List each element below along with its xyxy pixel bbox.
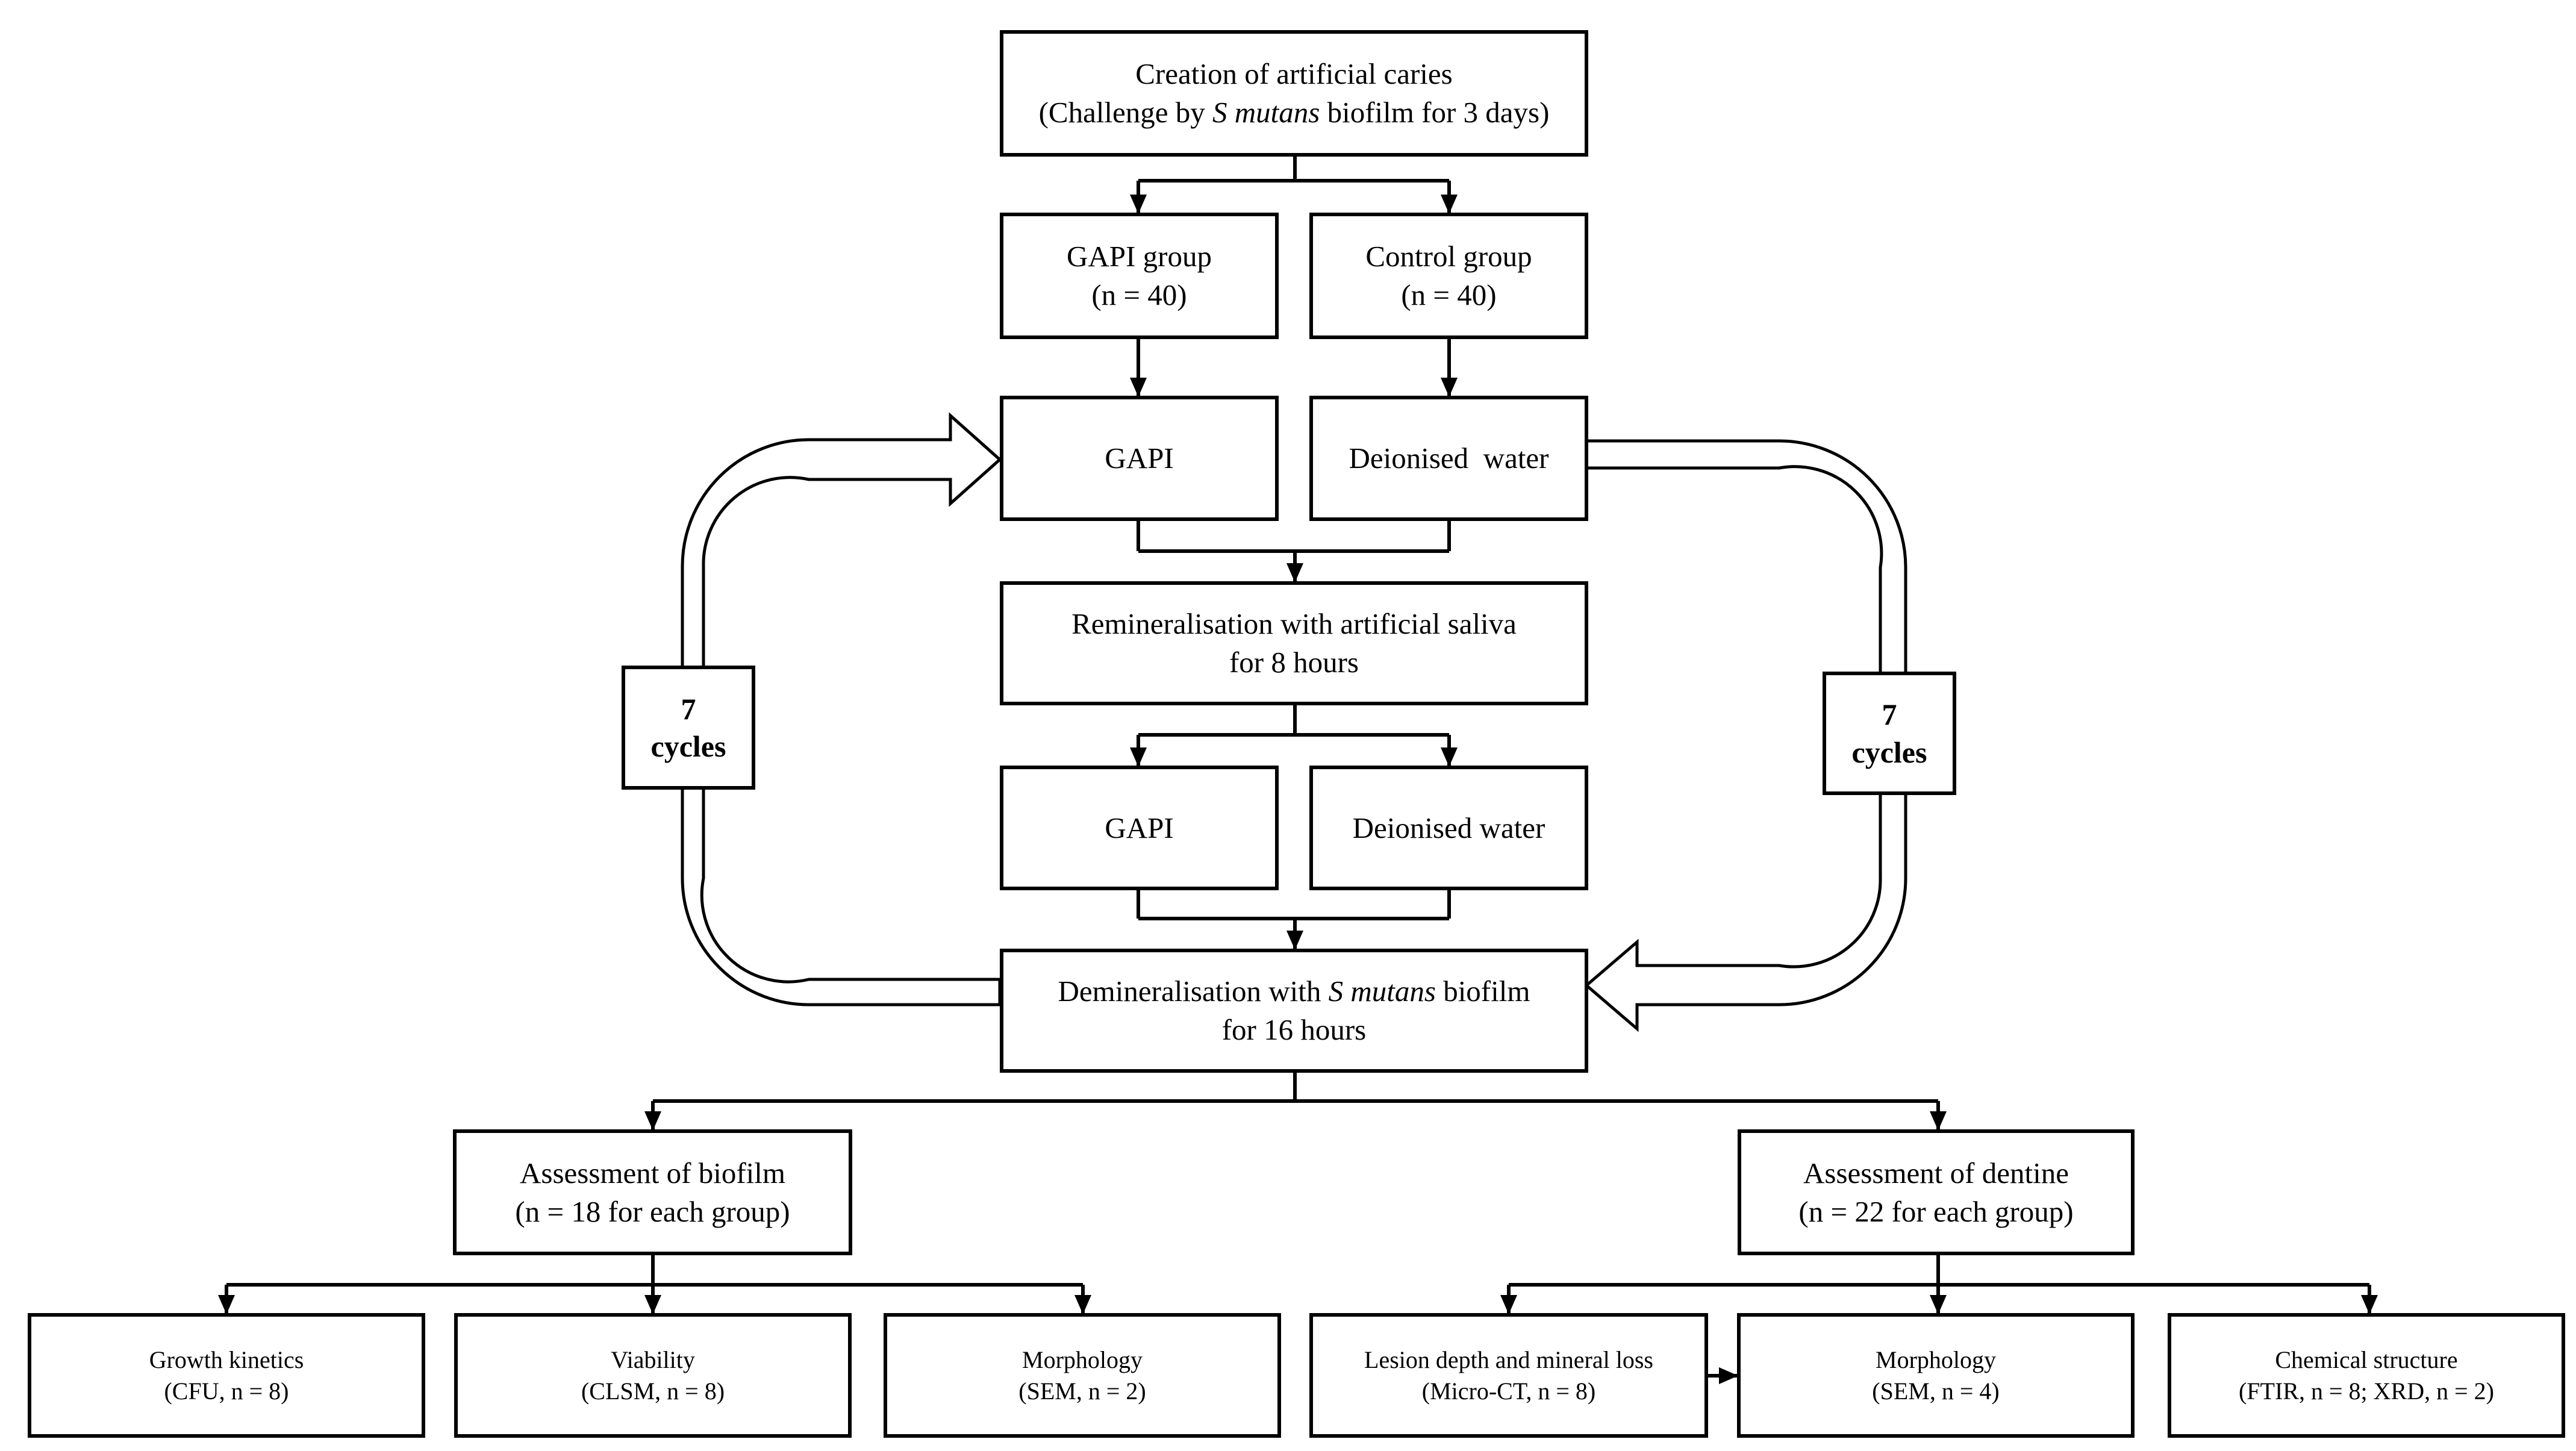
node-gapi-group-line1: GAPI group: [1067, 240, 1212, 273]
node-water-2-label: Deionised water: [1352, 811, 1545, 844]
node-lesion-depth-line1: Lesion depth and mineral loss: [1364, 1346, 1653, 1373]
node-assess-biofilm: Assessment of biofilm (n = 18 for each g…: [453, 1129, 852, 1255]
node-assess-biofilm-line1: Assessment of biofilm: [520, 1156, 785, 1190]
node-assess-dentine-line2: (n = 22 for each group): [1798, 1194, 2074, 1228]
node-gapi-2: GAPI: [1000, 766, 1279, 890]
node-creation-line2-post: biofilm for 3 days): [1320, 96, 1550, 129]
node-demineralisation-line1-italic: S mutans: [1328, 975, 1436, 1008]
node-lesion-depth: Lesion depth and mineral loss (Micro-CT,…: [1309, 1313, 1708, 1438]
cycles-left-number: 7: [681, 691, 696, 726]
cycles-left-label: 7 cycles: [622, 666, 755, 790]
cycles-right-text: cycles: [1851, 735, 1927, 769]
node-morphology-biofilm-line1: Morphology: [1022, 1346, 1143, 1373]
cycles-right-number: 7: [1882, 697, 1897, 731]
node-water-2: Deionised water: [1309, 766, 1588, 890]
node-chemical-structure: Chemical structure (FTIR, n = 8; XRD, n …: [2168, 1313, 2565, 1438]
node-demineralisation-line2: for 16 hours: [1221, 1013, 1367, 1046]
node-gapi-group-line2: (n = 40): [1091, 278, 1187, 311]
node-control-group-line1: Control group: [1365, 240, 1532, 273]
node-morphology-biofilm: Morphology (SEM, n = 2): [884, 1313, 1281, 1438]
node-control-group: Control group (n = 40): [1309, 213, 1588, 339]
node-demineralisation-line1: Demineralisation with S mutans biofilm: [1058, 972, 1530, 1011]
node-water-1-label: Deionised water: [1349, 442, 1549, 475]
node-assess-dentine: Assessment of dentine (n = 22 for each g…: [1738, 1129, 2135, 1255]
left-cycle-loop-arrow: [681, 412, 1002, 1006]
node-growth-kinetics-line2: (CFU, n = 8): [164, 1377, 289, 1405]
node-morphology-dentine-line1: Morphology: [1876, 1346, 1996, 1373]
node-gapi-2-label: GAPI: [1105, 811, 1174, 844]
node-viability: Viability (CLSM, n = 8): [454, 1313, 852, 1438]
node-growth-kinetics-line1: Growth kinetics: [149, 1346, 304, 1373]
node-gapi-group: GAPI group (n = 40): [1000, 213, 1279, 339]
node-demineralisation-line1-pre: Demineralisation with: [1058, 975, 1329, 1008]
node-control-group-line2: (n = 40): [1401, 278, 1497, 311]
node-morphology-dentine-line2: (SEM, n = 4): [1872, 1377, 2000, 1405]
node-demineralisation: Demineralisation with S mutans biofilm f…: [1000, 949, 1588, 1073]
node-creation-line2-italic: S mutans: [1212, 96, 1320, 129]
node-remineralisation: Remineralisation with artificial saliva …: [1000, 581, 1588, 705]
node-creation: Creation of artificial caries (Challenge…: [1000, 30, 1588, 157]
node-chemical-structure-line2: (FTIR, n = 8; XRD, n = 2): [2238, 1377, 2494, 1405]
right-cycle-loop-arrow: [1584, 439, 1907, 1032]
node-gapi-1: GAPI: [1000, 396, 1279, 521]
node-assess-dentine-line1: Assessment of dentine: [1803, 1156, 2069, 1190]
node-growth-kinetics: Growth kinetics (CFU, n = 8): [28, 1313, 425, 1438]
node-morphology-biofilm-line2: (SEM, n = 2): [1018, 1377, 1146, 1405]
node-viability-line2: (CLSM, n = 8): [581, 1377, 725, 1405]
node-assess-biofilm-line2: (n = 18 for each group): [515, 1194, 790, 1228]
node-lesion-depth-line2: (Micro-CT, n = 8): [1421, 1377, 1596, 1405]
node-demineralisation-line1-post: biofilm: [1435, 975, 1530, 1008]
node-creation-line2: (Challenge by S mutans biofilm for 3 day…: [1039, 93, 1550, 132]
cycles-left-text: cycles: [650, 729, 726, 763]
node-viability-line1: Viability: [611, 1346, 695, 1373]
node-water-1: Deionised water: [1309, 396, 1588, 521]
node-gapi-1-label: GAPI: [1105, 442, 1174, 475]
node-creation-line2-pre: (Challenge by: [1038, 96, 1213, 129]
node-morphology-dentine: Morphology (SEM, n = 4): [1737, 1313, 2135, 1438]
node-creation-line1: Creation of artificial caries: [1135, 57, 1453, 91]
node-remineralisation-line2: for 8 hours: [1229, 646, 1359, 679]
node-remineralisation-line1: Remineralisation with artificial saliva: [1071, 607, 1517, 641]
cycles-right-label: 7 cycles: [1823, 672, 1956, 795]
node-chemical-structure-line1: Chemical structure: [2275, 1346, 2458, 1373]
